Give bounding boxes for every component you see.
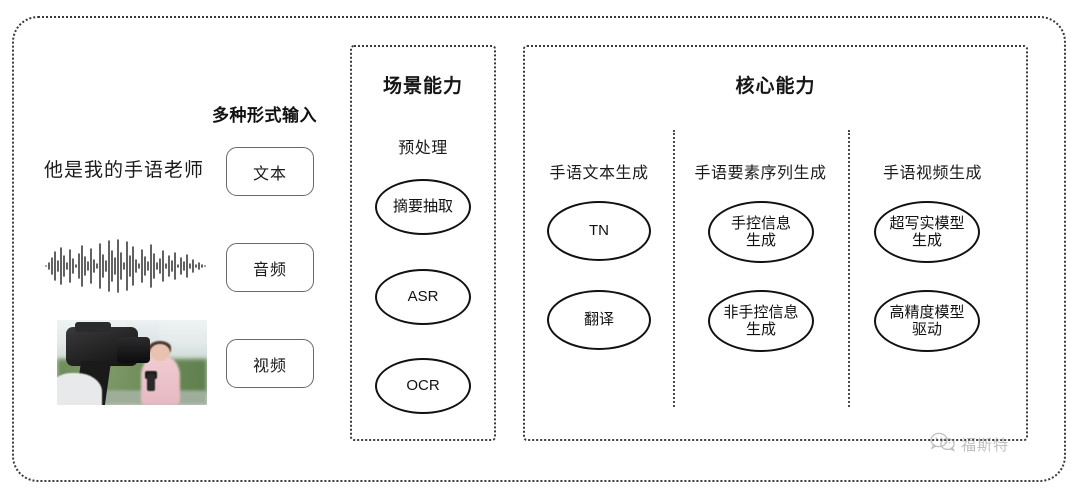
input-chip-text[interactable]: 文本 [226,147,314,196]
watermark-text: 福斯特 [961,437,1010,454]
core-column-title-sign-element-sequence-generation: 手语要素序列生成 [694,165,827,182]
node-translation[interactable]: 翻译 [547,290,651,350]
node-ocr-label: OCR [406,377,440,395]
node-manual-info-generation[interactable]: 手控信息 生成 [708,201,814,263]
sample-text: 他是我的手语老师 [44,160,205,181]
input-section-label: 多种形式输入 [212,106,317,125]
thumb-camera-operator-shoulder [57,372,102,405]
node-non-manual-info-generation-label: 非手控信息 生成 [723,303,799,338]
node-hyper-realistic-model-generation[interactable]: 超写实模型 生成 [874,201,980,263]
thumb-reporter-head [150,343,170,361]
input-chip-audio[interactable]: 音频 [226,243,314,292]
wechat-icon [930,432,956,457]
node-manual-info-generation-label: 手控信息 生成 [730,214,791,249]
diagram-outer-frame [12,16,1066,482]
node-non-manual-info-generation[interactable]: 非手控信息 生成 [708,290,814,352]
input-chip-text-label: 文本 [252,165,287,183]
core-capability-panel: 核心能力 手语文本生成 TN 翻译 手语要素序列生成 手控信息 生成 非手控信息… [523,45,1028,441]
input-chip-video-label: 视频 [252,357,287,375]
node-asr-label: ASR [407,288,439,306]
scene-group-title-preprocessing: 预处理 [398,140,448,157]
audio-waveform-icon [44,238,208,294]
node-high-precision-model-driving-label: 高精度模型 驱动 [889,303,965,338]
scene-capability-title: 场景能力 [382,76,463,97]
thumb-microphone [147,374,155,392]
core-capability-title: 核心能力 [735,76,816,97]
node-ocr[interactable]: OCR [375,358,471,414]
thumb-camera-top [75,321,111,332]
video-thumbnail [57,320,207,405]
watermark: 福斯特 [930,432,1009,457]
core-column-divider-1 [673,130,675,407]
node-translation-label: 翻译 [583,311,614,329]
input-chip-video[interactable]: 视频 [226,339,314,388]
node-tn[interactable]: TN [547,201,651,261]
node-tn-label: TN [589,222,609,240]
node-asr[interactable]: ASR [375,269,471,325]
input-chip-audio-label: 音频 [252,261,287,279]
node-hyper-realistic-model-generation-label: 超写实模型 生成 [889,214,965,249]
core-column-title-sign-text-generation: 手语文本生成 [549,165,649,182]
node-high-precision-model-driving[interactable]: 高精度模型 驱动 [874,290,980,352]
core-column-divider-2 [848,130,850,407]
scene-capability-panel: 场景能力 预处理 摘要抽取 ASR OCR [350,45,496,441]
node-summary-extraction[interactable]: 摘要抽取 [375,179,471,235]
core-column-title-sign-video-generation: 手语视频生成 [882,165,982,182]
node-summary-extraction-label: 摘要抽取 [392,198,453,216]
thumb-camera-lens [117,337,150,363]
